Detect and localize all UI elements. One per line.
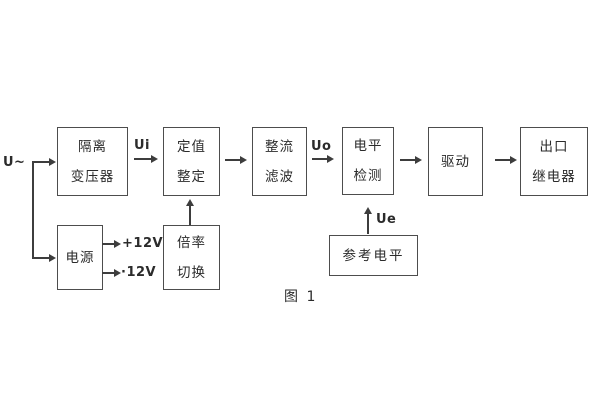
block-power-supply: 电源 bbox=[57, 225, 103, 290]
block-label-line: 隔离 bbox=[78, 138, 107, 155]
arrow-reference-to-level bbox=[364, 207, 372, 234]
arrow-ratio-to-setting bbox=[186, 199, 194, 225]
block-label-line: 电源 bbox=[65, 249, 95, 266]
block-label-line: 变压器 bbox=[70, 168, 115, 185]
arrow-level-to-drive bbox=[400, 156, 422, 164]
arrow-input-to-transformer bbox=[32, 158, 56, 166]
arrow-setting-to-rectifier bbox=[225, 156, 247, 164]
arrow-input-to-power bbox=[32, 254, 56, 262]
label-ui: Ui bbox=[134, 138, 151, 153]
block-label-line: 驱动 bbox=[441, 153, 470, 170]
label-plus12v: +12V bbox=[122, 236, 164, 251]
block-level-detection: 电平 检测 bbox=[342, 127, 394, 195]
arrow-plus12v bbox=[102, 240, 121, 248]
block-output-relay: 出口 继电器 bbox=[520, 127, 588, 196]
block-isolation-transformer: 隔离 变压器 bbox=[57, 127, 128, 196]
wire-input-branch bbox=[32, 162, 34, 258]
label-input-voltage: U~ bbox=[3, 155, 26, 170]
block-reference-level: 参考电平 bbox=[329, 235, 418, 276]
block-label-line: 倍率 bbox=[177, 234, 206, 251]
label-uo: Uo bbox=[311, 139, 332, 154]
block-label-line: 切换 bbox=[177, 264, 206, 281]
block-drive: 驱动 bbox=[428, 127, 483, 196]
label-ue: Ue bbox=[376, 212, 397, 227]
arrow-uo bbox=[312, 155, 334, 163]
block-label-line: 整定 bbox=[177, 168, 206, 185]
block-setpoint-setting: 定值 整定 bbox=[163, 127, 220, 196]
figure-caption: 图 1 bbox=[284, 289, 318, 305]
arrow-minus12v bbox=[102, 269, 121, 277]
block-label-line: 出口 bbox=[539, 138, 569, 155]
block-label-line: 检测 bbox=[353, 168, 383, 184]
label-minus12v: ·12V bbox=[121, 265, 157, 280]
block-label-line: 整流 bbox=[265, 138, 294, 155]
block-label-line: 继电器 bbox=[532, 168, 576, 185]
block-label-line: 参考电平 bbox=[342, 247, 405, 264]
block-label-line: 电平 bbox=[353, 138, 383, 154]
arrow-drive-to-relay bbox=[495, 156, 517, 164]
arrow-ui bbox=[134, 155, 158, 163]
block-rectifier-filter: 整流 滤波 bbox=[252, 127, 307, 196]
block-label-line: 滤波 bbox=[265, 168, 294, 185]
block-label-line: 定值 bbox=[177, 138, 206, 155]
block-ratio-switch: 倍率 切换 bbox=[163, 225, 220, 290]
